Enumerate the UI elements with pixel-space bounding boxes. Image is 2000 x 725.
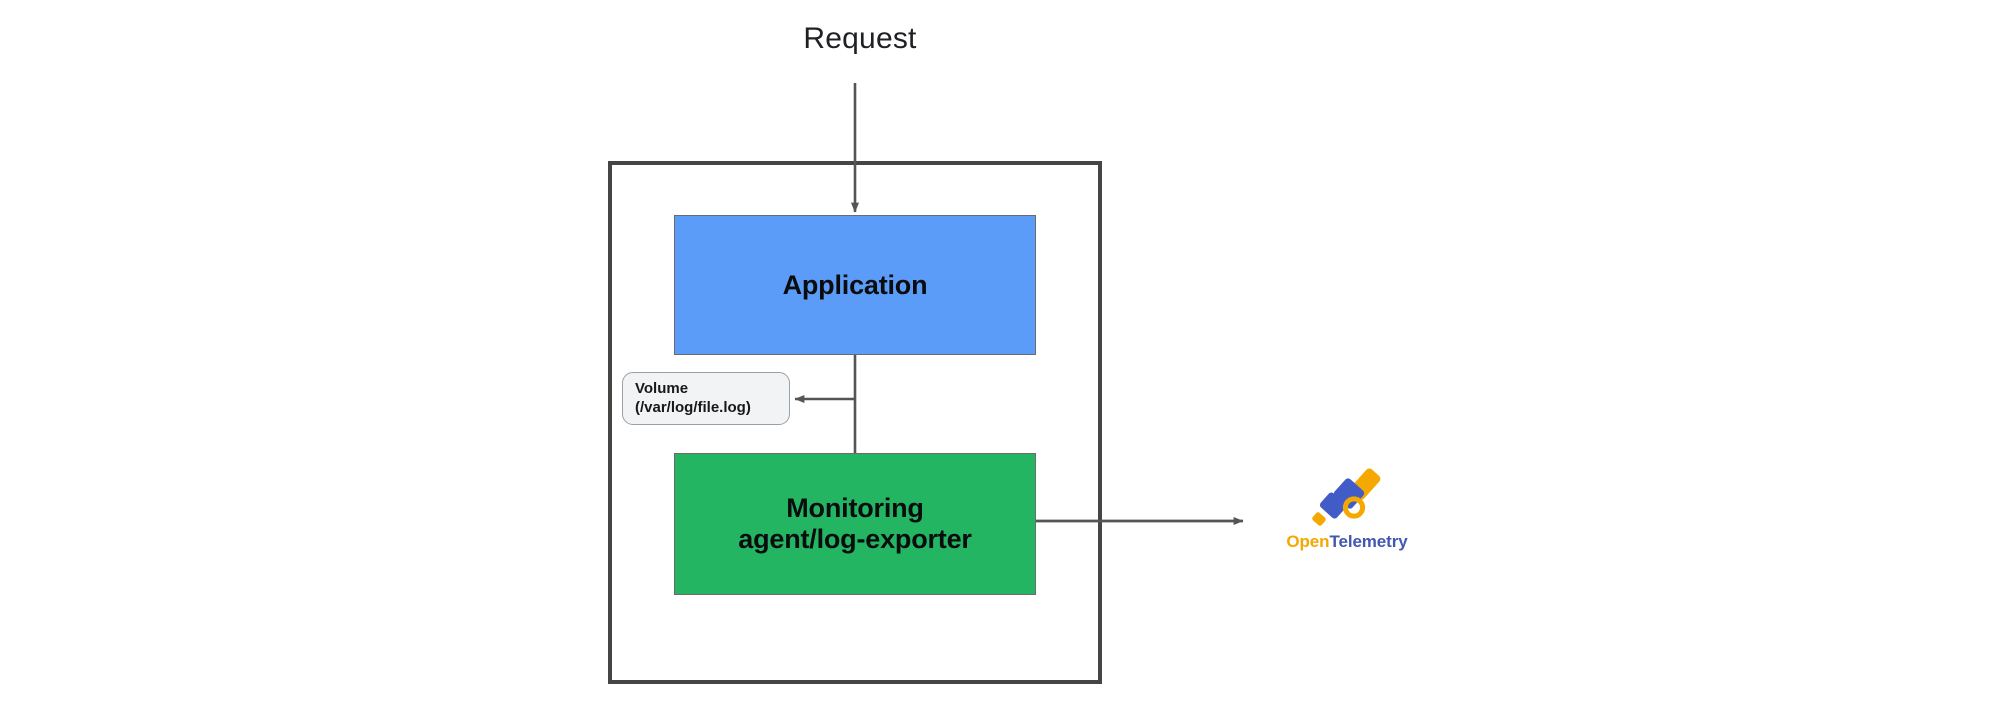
node-volume: Volume (/var/log/file.log) — [622, 372, 790, 425]
telescope-icon — [1312, 468, 1381, 526]
node-application: Application — [674, 215, 1036, 355]
opentelemetry-logo: OpenTelemetry — [1252, 466, 1442, 578]
node-monitoring-agent-label-line2: agent/log-exporter — [738, 524, 972, 554]
request-label: Request — [803, 22, 917, 55]
node-monitoring-agent-label-line1: Monitoring — [786, 492, 924, 523]
node-volume-label-line2: (/var/log/file.log) — [635, 398, 751, 416]
opentelemetry-word-open: Open — [1286, 532, 1330, 551]
node-application-label: Application — [782, 269, 928, 300]
opentelemetry-word-telemetry: Telemetry — [1329, 532, 1408, 551]
opentelemetry-wordmark: OpenTelemetry — [1286, 532, 1407, 552]
node-monitoring-agent: Monitoring agent/log-exporter — [674, 453, 1036, 595]
node-volume-label-line1: Volume — [635, 379, 689, 397]
